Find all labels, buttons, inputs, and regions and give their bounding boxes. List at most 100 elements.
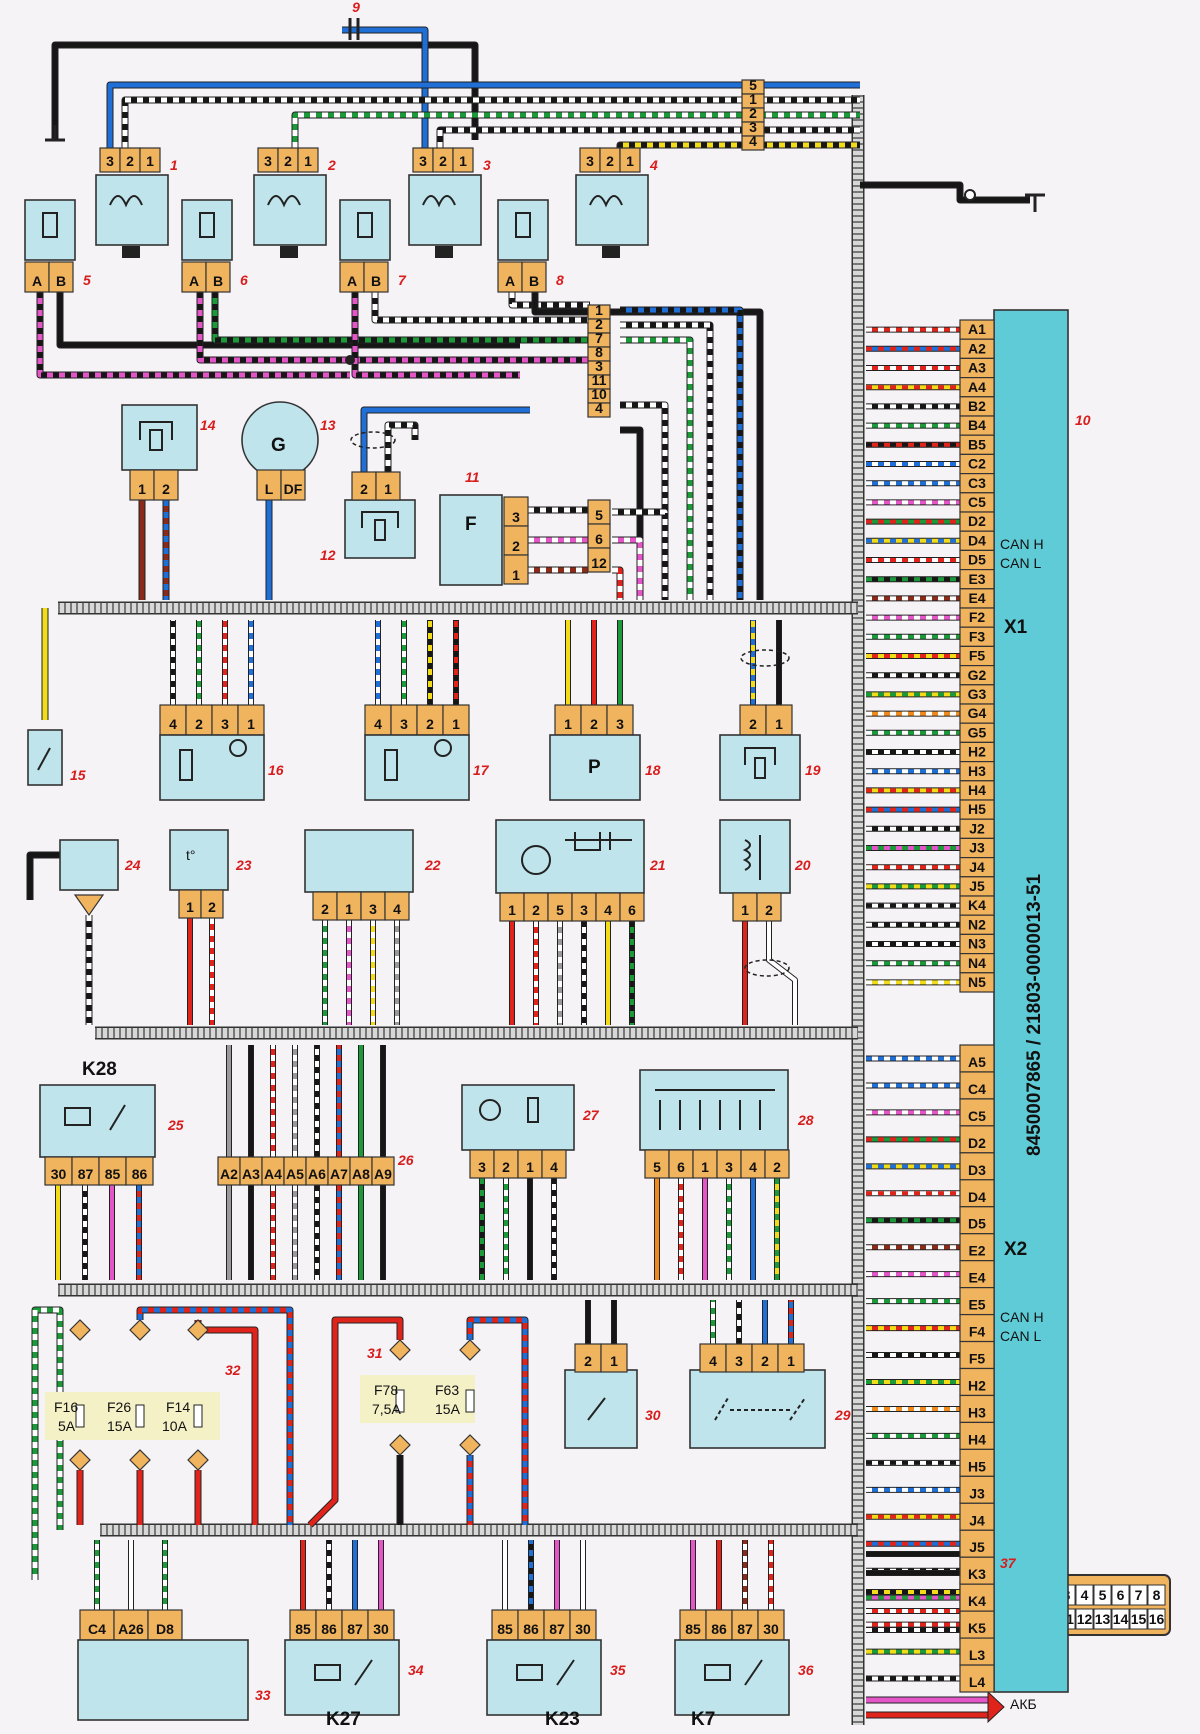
relay-12-pin-label-1: 1: [384, 481, 392, 497]
component-number-10: 10: [1075, 412, 1091, 428]
fuel-pump-module-11: [439, 494, 503, 586]
brake-switch-29-pin-label-4: 4: [709, 1353, 717, 1369]
ecu-pin-label-x2-F5: F5: [969, 1351, 986, 1367]
ecu-pin-label-x2-K5: K5: [968, 1620, 986, 1636]
throttle-pot-icon: [565, 832, 632, 851]
throttle-21-pin-label-4: 4: [604, 902, 612, 918]
pedal-28-pin-label-6: 6: [677, 1159, 685, 1175]
sensor-22: [304, 829, 414, 893]
wire-trunk-3: [620, 337, 693, 600]
sensor-22-pin-label-2: 2: [321, 901, 329, 917]
coil-1-winding-icon: [109, 195, 143, 208]
relay-25-pin-86: [125, 1156, 154, 1186]
injector-5-pin-A: [24, 261, 50, 293]
connector-9-pin-label-2: 2: [749, 105, 757, 121]
wire-20-2: [767, 921, 797, 1025]
temp-sensor-23-pin-2: [200, 889, 224, 919]
injector-8: [497, 199, 549, 261]
throttle-21-pin-2: [523, 892, 549, 922]
component-number-22: 22: [424, 857, 441, 873]
ecu-pin-column: A1A2A3A4B2B4B5C2C3C5D2D4D5E3E4F2F3F5G2G3…: [959, 319, 995, 1693]
ecu-pin-label-x2-L3: L3: [969, 1647, 986, 1663]
injector-8-pin-A: [497, 261, 523, 293]
relay-25-pin-label-30: 30: [51, 1166, 67, 1182]
throttle-21-pin-label-6: 6: [628, 902, 636, 918]
ecu-pin-label-x1-N5: N5: [968, 974, 986, 990]
coil-4-pin-label-3: 3: [586, 153, 594, 169]
brake-switch-29-pin-2: [751, 1343, 779, 1373]
relay-k28-25: [39, 1084, 156, 1158]
coil-4-pin-label-1: 1: [626, 153, 634, 169]
relay-36-pin-label-30: 30: [763, 1621, 779, 1637]
relay-36-pin-label-86: 86: [711, 1621, 727, 1637]
relay-12-icon: [361, 511, 399, 541]
sensor-16-pin-label-3: 3: [221, 716, 229, 732]
relay-body-34: [284, 1639, 400, 1716]
ecu-pin-x2-E5: [959, 1287, 995, 1316]
fuse-f78-name: F78: [374, 1382, 398, 1398]
coil-2-plug: [280, 246, 298, 258]
relay-35-pin-label-30: 30: [575, 1621, 591, 1637]
ecu-pin-label-x1-D2: D2: [968, 513, 986, 529]
obd-pin-label-8: 8: [1153, 1587, 1161, 1603]
ecu-pin-x2-K5: [959, 1610, 995, 1639]
sensor-16-pin-label-2: 2: [195, 716, 203, 732]
relay-25-icon: [64, 1104, 126, 1131]
sensor-20-pin-2: [756, 892, 782, 922]
coil-4-pin-label-2: 2: [606, 153, 614, 169]
injector-5-pin-B: [48, 261, 74, 293]
ecu-pin-label-x2-E4: E4: [968, 1270, 985, 1286]
trunk-b-pin-label-11: 11: [592, 372, 607, 388]
sensor-14-pin-2: [153, 469, 179, 501]
sensor-14-pin-label-1: 1: [138, 481, 146, 497]
ecu-x2-can-h: CAN H: [1000, 1309, 1044, 1325]
wire-trunk-3-stripe: [620, 337, 693, 600]
component-number-12: 12: [320, 547, 336, 563]
brake-switch-29-pin-1: [777, 1343, 805, 1373]
sensor-body-16: [159, 734, 265, 801]
fuse-32-0-bottom: [69, 1449, 91, 1471]
connector-9-pin-label-5: 5: [749, 77, 757, 93]
sensor-17-pin-3: [390, 704, 418, 736]
wire-11-3b-stripe: [612, 509, 668, 600]
trunk-a-pin-label-3: 3: [595, 358, 603, 374]
component-number-20: 20: [794, 857, 811, 873]
relay-34-pin-label-85: 85: [295, 1621, 311, 1637]
wire-11-1b-stripe: [612, 567, 623, 600]
trunk-a-pin-label-1: 1: [595, 302, 603, 318]
injector-7-pin-A: [339, 261, 365, 293]
temp-sensor-letter: t°: [186, 847, 196, 863]
component-number-2: 2: [327, 157, 336, 173]
fuse-32-2-bottom: [187, 1449, 209, 1471]
ignition-coil-3: [408, 174, 482, 246]
wire-top-bw2-stripe: [437, 127, 860, 160]
pedal-28-pin-label-1: 1: [701, 1159, 709, 1175]
wire-trunk-4-stripe: [620, 402, 668, 600]
relay-35-pin-85: [491, 1609, 519, 1641]
fuse-31-1-bottom: [459, 1434, 481, 1456]
fuse-32-2-top: [187, 1319, 209, 1341]
injector-8-pin-label-B: B: [529, 273, 539, 289]
sensor-20-coil-icon: [742, 835, 761, 880]
obd-pin-12: [1075, 1608, 1094, 1630]
wire-inj-8-stripe: [509, 292, 590, 308]
switch-30-pin-label-1: 1: [610, 1353, 618, 1369]
fuse-f26-rating: 15A: [107, 1418, 133, 1434]
fuse-f63-name: F63: [435, 1382, 459, 1398]
ecu-pin-x2-H2: [959, 1367, 995, 1397]
injector-6-pin-B: [205, 261, 231, 293]
pressure-sensor-18-pin-3: [606, 704, 634, 736]
ecu-pin-x2-E2: [959, 1233, 995, 1262]
knock-sensor-19-pin-label-1: 1: [775, 716, 783, 732]
ecu-x1-label: X1: [1004, 617, 1028, 638]
relay-25-pin-label-85: 85: [105, 1166, 121, 1182]
relay-25-pin-label-86: 86: [132, 1166, 148, 1182]
coil-3-winding-icon: [422, 195, 456, 208]
ecu-pin-x2-K3: [959, 1556, 995, 1585]
component-number-5: 5: [83, 272, 91, 288]
sensor-17-pin-label-2: 2: [426, 716, 434, 732]
wire-12-1: [385, 422, 418, 472]
obd-pin-label-13: 13: [1095, 1611, 1111, 1627]
connector-9-pin-4: [741, 135, 765, 151]
ecu-pin-x2-C5: [959, 1098, 995, 1127]
